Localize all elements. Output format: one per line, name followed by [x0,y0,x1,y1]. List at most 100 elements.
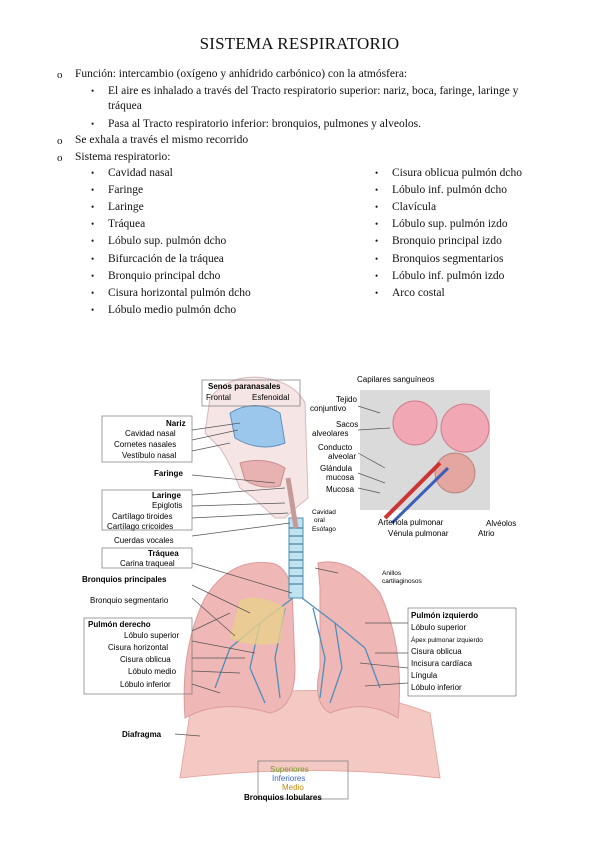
label-esfenoidal: Esfenoidal [252,393,290,402]
funcion-item: Pasa al Tracto respiratorio inferior: br… [108,118,422,130]
list-bullet: • [91,271,95,281]
list-item: Bronquio principal izdo [392,235,502,247]
list-item: Cisura oblicua pulmón dcho [392,167,522,179]
label-nariz: Nariz [166,419,186,428]
label-traquea: Tráquea [148,549,179,558]
label-pi-item: Ápex pulmonar izquierdo [411,635,483,644]
label-laringe-item: Epiglotis [152,501,182,510]
label-sacos: Sacos [336,420,358,429]
label-laringe-item: Cartílago cricoides [107,522,173,531]
list-item: Lóbulo sup. pulmón dcho [108,235,227,247]
pulmonary-venule [390,466,450,525]
list-item: Bronquios segmentarios [392,253,504,265]
list-marker: o [57,69,63,81]
list-item: Lóbulo inf. pulmón izdo [392,270,505,282]
list-bullet: • [375,202,379,212]
label-senos: Senos paranasales [208,382,281,391]
list-item: Clavícula [392,201,437,213]
label-nariz-item: Vestíbulo nasal [122,451,176,460]
label-pi-item: Incisura cardíaca [411,659,472,668]
label-pi-item: Língula [411,671,438,680]
label-cavidad-oral: oral [314,517,325,524]
label-inferiores: Inferiores [272,774,305,783]
label-pd-item: Lóbulo medio [128,667,177,676]
label-medio: Medio [282,783,304,792]
label-pi-item: Cisura oblicua [411,647,462,656]
label-nariz-item: Cornetes nasales [114,440,176,449]
list-bullet: • [375,168,379,178]
list-bullet: • [375,185,379,195]
alveolar-sac [434,452,476,494]
list-item: Laringe [108,201,144,213]
list-bullet: • [91,86,95,96]
list-bullet: • [91,305,95,315]
label-alveolos: Alvéolos [486,519,516,528]
list-bullet: • [91,119,95,129]
label-glandula: Glándula [320,464,353,473]
label-arteriola: Arteriola pulmonar [378,518,444,527]
label-conducto: Conducto [318,443,353,452]
page-title: SISTEMA RESPIRATORIO [199,34,400,53]
label-sacos: alveolares [312,429,348,438]
funcion-item: El aire es inhalado a través del Tracto … [108,85,519,112]
list-bullet: • [91,168,95,178]
label-bronquios-principales: Bronquios principales [82,575,167,584]
list-bullet: • [375,219,379,229]
list-item: Lóbulo inf. pulmón dcho [392,184,507,196]
label-glandula: mucosa [326,473,355,482]
label-atrio: Atrio [478,529,495,538]
list-bullet: • [375,236,379,246]
label-capilares: Capilares sanguíneos [357,375,434,384]
nasal-cavity [229,405,286,448]
label-faringe: Faringe [154,469,183,478]
list-bullet: • [91,219,95,229]
label-anillos: cartilaginosos [382,578,422,585]
respiratory-system-diagram: Senos paranasales Frontal Esfenoidal Nar… [82,375,517,802]
right-upper-lobe [230,597,285,645]
label-pi-item: Lóbulo inferior [411,683,462,692]
label-pd-item: Cisura oblicua [120,655,171,664]
list-item: Faringe [108,184,144,196]
label-bronquios-lobulares: Bronquios lobulares [244,793,322,802]
list-bullet: • [91,254,95,264]
esophagus-shape [285,477,299,529]
label-laringe-item: Cartílago tiroides [112,512,172,521]
label-nariz-item: Cavidad nasal [125,429,176,438]
list-item: Lóbulo medio pulmón dcho [108,304,237,316]
list-bullet: • [91,202,95,212]
label-pulmon-derecho: Pulmón derecho [88,620,151,629]
list-bullet: • [91,185,95,195]
label-cavidad-oral: Cavidad [312,509,336,516]
trachea-shape [288,517,304,599]
list-item: Arco costal [392,287,445,299]
label-mucosa: Mucosa [326,485,355,494]
list-marker: o [57,152,63,164]
label-bronquio-segmentario: Bronquio segmentario [90,596,169,605]
list-item: Cisura horizontal pulmón dcho [108,287,251,299]
list-item: Cavidad nasal [108,167,173,179]
pulmonary-arteriole [383,461,442,520]
label-boxes [83,379,517,800]
list-item: Lóbulo sup. pulmón izdo [392,218,508,230]
list-item: Tráquea [108,218,146,230]
trachea-rings [289,527,303,585]
exhala-text: Se exhala a través el mismo recorrido [75,134,249,146]
label-anillos: Anillos [382,570,402,577]
sistema-heading: Sistema respiratorio: [75,151,171,163]
alveolar-sac [392,400,438,446]
label-venula: Vénula pulmonar [388,529,449,538]
list-marker: o [57,135,63,147]
list-bullet: • [375,288,379,298]
label-frontal: Frontal [206,393,231,402]
list-bullet: • [91,288,95,298]
alveolar-sac [440,403,490,453]
label-pulmon-izquierdo: Pulmón izquierdo [411,611,478,620]
left-lung-shape [317,561,400,719]
label-tejido: Tejido [336,395,357,404]
leader-lines [174,405,409,737]
label-cuerdas: Cuerdas vocales [114,536,174,545]
label-esofago: Esófago [312,526,336,533]
list-bullet: • [375,254,379,264]
list-item: Bifurcación de la tráquea [108,253,224,265]
funcion-text: Función: intercambio (oxígeno y anhídrid… [75,68,408,80]
